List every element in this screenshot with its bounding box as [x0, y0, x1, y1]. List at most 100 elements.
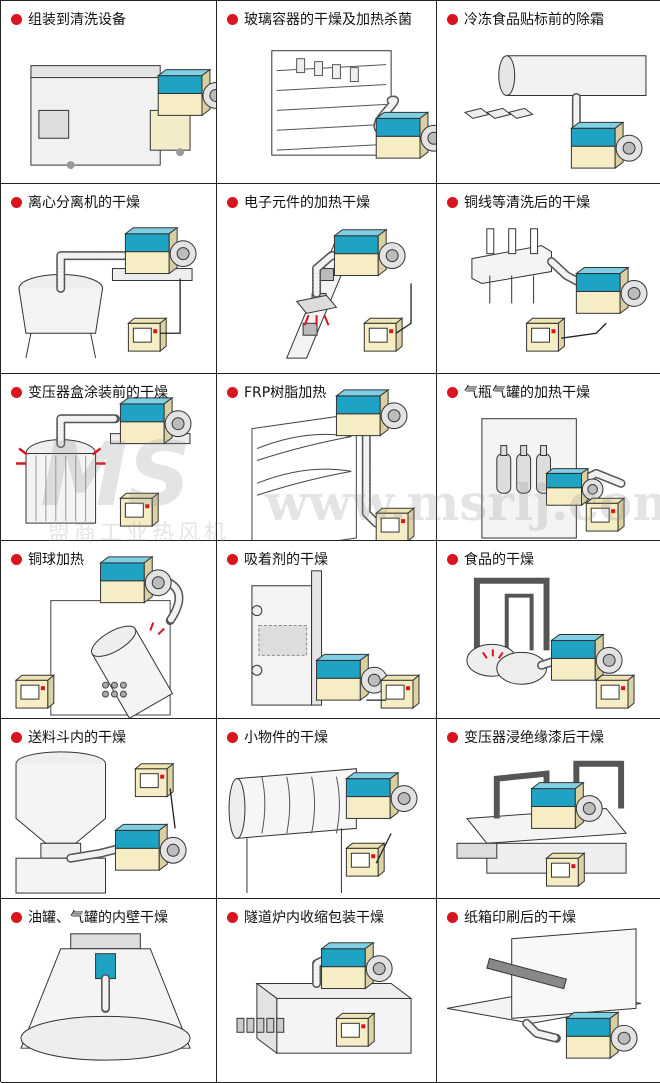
hot-air-heater-icon	[549, 633, 623, 682]
panel-caption: 铜球加热	[11, 549, 84, 569]
control-box-icon	[345, 842, 386, 878]
control-box-icon	[127, 317, 168, 353]
illustration	[30, 65, 216, 170]
panel-caption: 小物件的干燥	[227, 727, 328, 747]
bullet-dot-icon	[11, 911, 22, 923]
hot-air-heater-icon	[113, 823, 187, 872]
illustration	[463, 55, 647, 170]
caption-text: 油罐、气罐的内壁干燥	[28, 910, 168, 926]
illustration	[251, 570, 421, 710]
control-box-icon	[335, 1012, 376, 1048]
illustration	[285, 228, 412, 359]
bullet-dot-icon	[11, 731, 22, 743]
bullet-dot-icon	[11, 196, 22, 208]
panel-caption: 吸着剂的干燥	[227, 549, 328, 569]
application-panel-9: 气瓶气罐的加热干燥	[437, 374, 660, 541]
caption-text: 吸着剂的干燥	[244, 552, 328, 568]
caption-text: 铜线等清洗后的干燥	[464, 195, 590, 211]
caption-text: 组装到清洗设备	[28, 12, 126, 28]
illustration	[16, 396, 192, 528]
bullet-dot-icon	[227, 911, 238, 923]
panel-caption: 送料斗内的干燥	[11, 727, 126, 747]
caption-text: 气瓶气罐的加热干燥	[464, 385, 590, 401]
panel-caption: 气瓶气罐的加热干燥	[447, 382, 590, 402]
caption-text: 纸箱印刷后的干燥	[464, 910, 576, 926]
control-box-icon	[379, 674, 421, 710]
application-panel-11: 吸着剂的干燥	[217, 541, 437, 719]
caption-text: 玻璃容器的干燥及加热杀菌	[244, 12, 412, 28]
caption-text: FRP树脂加热	[244, 385, 327, 401]
panel-caption: 玻璃容器的干燥及加热杀菌	[227, 9, 412, 29]
application-panel-18: 纸箱印刷后的干燥	[437, 899, 660, 1083]
application-panel-3: 冷冻食品贴标前的除霜	[437, 1, 660, 184]
bullet-dot-icon	[11, 553, 22, 565]
hot-air-heater-icon	[530, 781, 603, 830]
hot-air-heater-icon	[118, 396, 192, 445]
panel-caption: 隧道炉内收缩包装干燥	[227, 907, 384, 927]
illustration	[251, 388, 416, 540]
bullet-dot-icon	[447, 731, 458, 743]
application-panel-15: 变压器浸绝缘漆后干燥	[437, 719, 660, 899]
bullet-dot-icon	[447, 196, 458, 208]
bullet-dot-icon	[227, 386, 238, 398]
illustration	[14, 555, 184, 718]
application-panel-12: 食品的干燥	[437, 541, 660, 719]
hot-air-heater-icon	[334, 388, 408, 437]
bullet-dot-icon	[227, 13, 238, 25]
application-panel-7: 变压器盒涂装前的干燥	[1, 374, 217, 541]
panel-caption: 油罐、气罐的内壁干燥	[11, 907, 168, 927]
control-box-icon	[525, 317, 566, 353]
illustration	[456, 760, 628, 888]
panel-caption: 铜线等清洗后的干燥	[447, 192, 590, 212]
bullet-dot-icon	[227, 196, 238, 208]
hot-air-heater-icon	[374, 111, 436, 160]
bullet-dot-icon	[227, 731, 238, 743]
application-panel-2: 玻璃容器的干燥及加热杀菌	[217, 1, 437, 184]
bullet-dot-icon	[11, 386, 22, 398]
illustration	[446, 928, 642, 1060]
control-box-icon	[14, 674, 56, 710]
panel-caption: 冷冻食品贴标前的除霜	[447, 9, 604, 29]
panel-caption: 电子元件的加热干燥	[227, 192, 370, 212]
application-panel-13: 送料斗内的干燥	[1, 719, 217, 899]
illustration	[15, 751, 187, 894]
caption-text: 冷冻食品贴标前的除霜	[464, 12, 604, 28]
caption-text: 变压器浸绝缘漆后干燥	[464, 730, 604, 746]
control-box-icon	[133, 762, 175, 798]
caption-text: 小物件的干燥	[244, 730, 328, 746]
control-box-icon	[119, 492, 160, 528]
caption-text: 隧道炉内收缩包装干燥	[244, 910, 384, 926]
caption-text: 铜球加热	[28, 552, 84, 568]
panel-caption: 组装到清洗设备	[11, 9, 126, 29]
panel-caption: 变压器浸绝缘漆后干燥	[447, 727, 604, 747]
panel-caption: 变压器盒涂装前的干燥	[11, 382, 168, 402]
caption-text: 电子元件的加热干燥	[244, 195, 370, 211]
panel-caption: 纸箱印刷后的干燥	[447, 907, 576, 927]
hot-air-heater-icon	[156, 68, 216, 117]
hot-air-heater-icon	[569, 121, 643, 170]
illustration	[18, 226, 197, 359]
illustration	[466, 577, 636, 710]
application-panel-16: 油罐、气罐的内壁干燥	[1, 899, 217, 1083]
control-box-icon	[594, 674, 636, 710]
hot-air-heater-icon	[332, 228, 406, 277]
application-panel-6: 铜线等清洗后的干燥	[437, 184, 660, 374]
bullet-dot-icon	[447, 911, 458, 923]
illustration	[20, 933, 191, 1061]
bullet-dot-icon	[11, 13, 22, 25]
hot-air-heater-icon	[99, 555, 172, 604]
control-box-icon	[545, 852, 586, 888]
hot-air-heater-icon	[545, 467, 604, 507]
bullet-dot-icon	[447, 13, 458, 25]
panel-caption: 食品的干燥	[447, 549, 534, 569]
caption-text: 变压器盒涂装前的干燥	[28, 385, 168, 401]
hot-air-heater-icon	[320, 941, 393, 990]
illustration	[471, 228, 648, 353]
illustration	[481, 418, 626, 539]
bullet-dot-icon	[447, 386, 458, 398]
application-panel-4: 离心分离机的干燥	[1, 184, 217, 374]
hot-air-heater-icon	[574, 266, 648, 315]
caption-text: 离心分离机的干燥	[28, 195, 140, 211]
caption-text: 送料斗内的干燥	[28, 730, 126, 746]
